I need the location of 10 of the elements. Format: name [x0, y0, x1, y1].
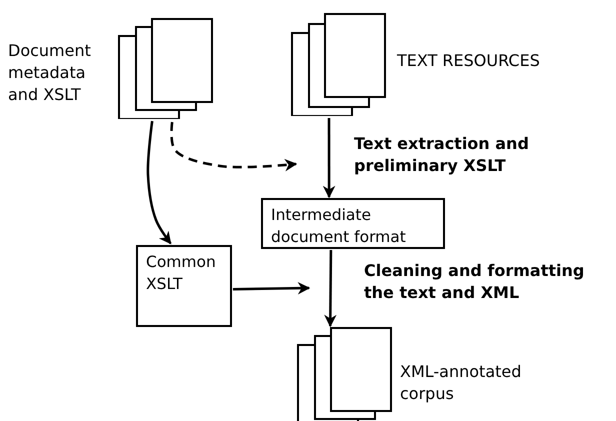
arrow	[232, 282, 310, 294]
arrow	[146, 120, 172, 244]
stack-label: Document metadata and XSLT	[8, 40, 92, 106]
dashed-arrow	[170, 122, 298, 172]
stack-label: XML-annotated corpus	[400, 361, 522, 405]
process-box: Intermediate document format	[261, 198, 445, 249]
stack-label: TEXT RESOURCES	[397, 50, 541, 72]
process-box: Common XSLT	[136, 245, 232, 327]
arrow	[324, 250, 337, 328]
arrow	[322, 118, 336, 198]
